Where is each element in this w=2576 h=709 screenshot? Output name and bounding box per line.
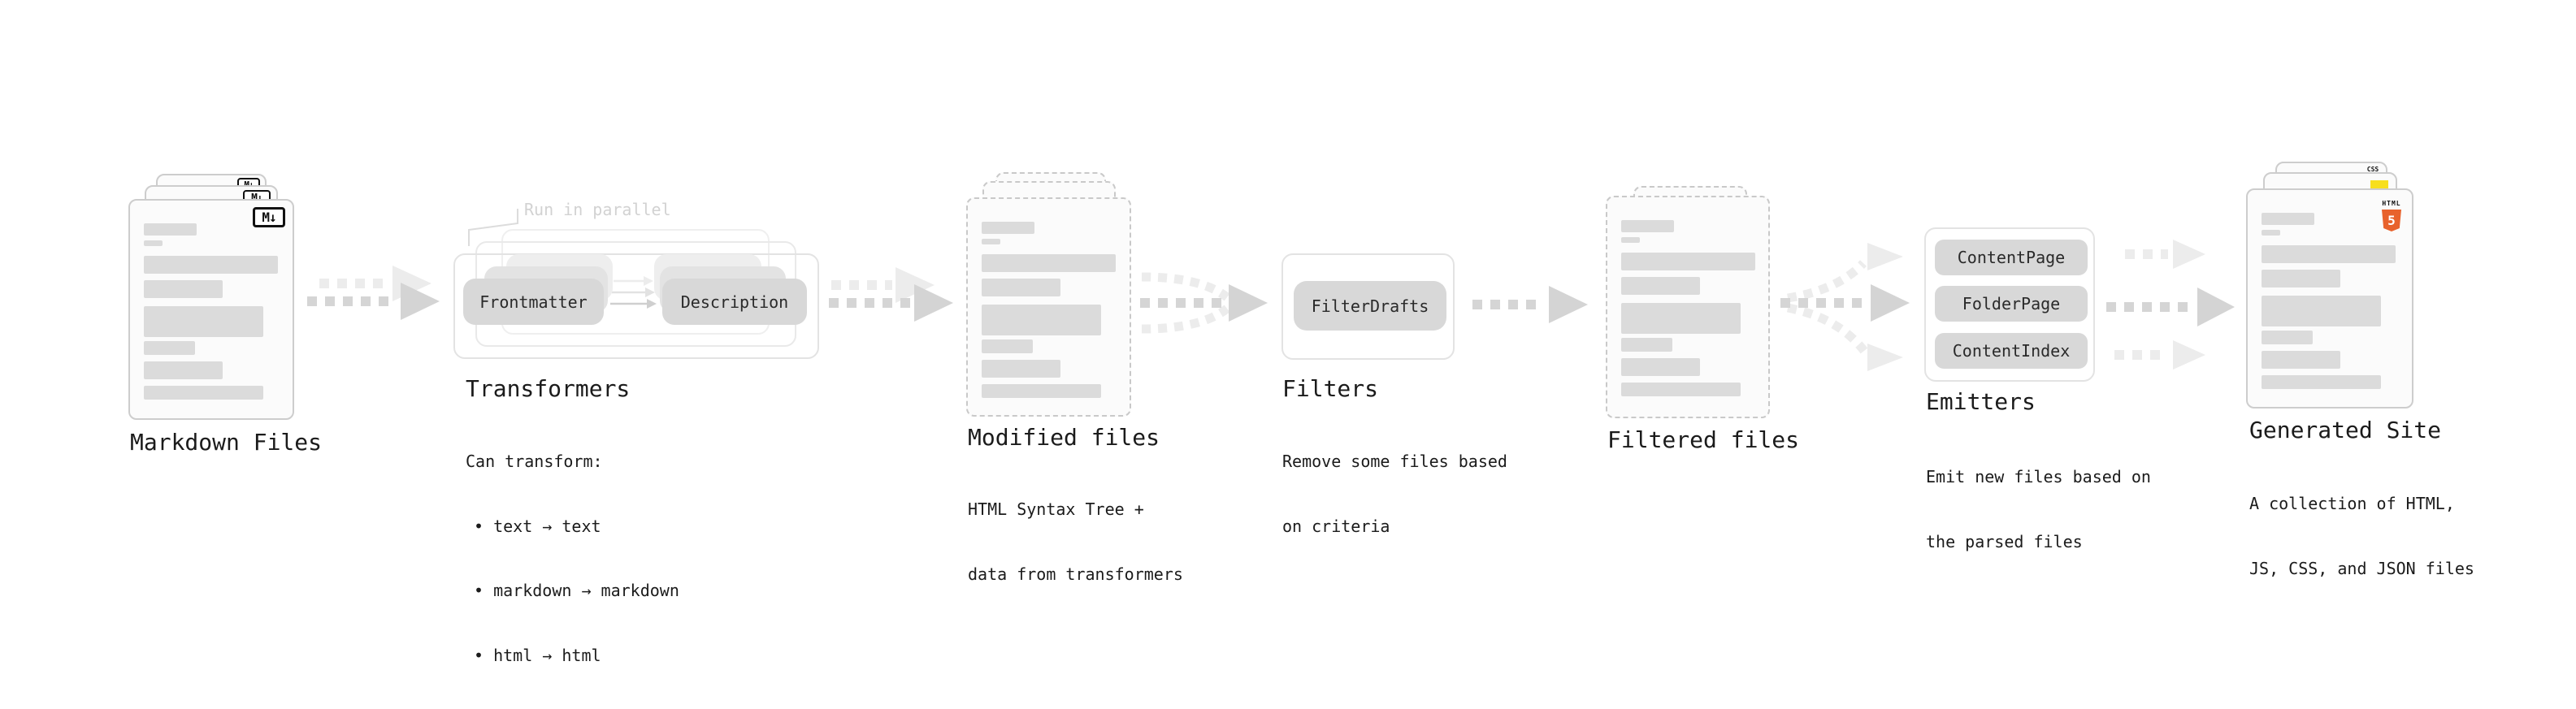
skeleton-bar (982, 384, 1101, 398)
skeleton-bar (2262, 230, 2280, 236)
skeleton-bar (2262, 375, 2381, 389)
emitters-description: Emit new files based on the parsed files (1926, 423, 2151, 595)
emitter-pill-folderpage: FolderPage (1935, 286, 2088, 322)
emitter-pill-contentpage: ContentPage (1935, 240, 2088, 275)
modified-desc-line: data from transformers (968, 564, 1183, 584)
arrow-markdown-to-transformers (307, 266, 440, 320)
arrow-transformers-to-modified (829, 267, 953, 322)
markdown-files-title: Markdown Files (130, 429, 323, 456)
frontmatter-pill: Frontmatter (463, 279, 604, 325)
html5-icon: HTML 5 (2381, 193, 2402, 231)
skeleton-bar (982, 239, 1000, 244)
emitters-desc-line: the parsed files (1926, 531, 2083, 551)
filters-description: Remove some files based on criteria (1282, 408, 1507, 580)
markdown-file-front: M↓ (128, 199, 294, 420)
skeleton-bar (2262, 213, 2314, 225)
transformers-description: Can transform: • text → text • markdown … (466, 408, 679, 709)
emitter-pill-contentindex: ContentIndex (1935, 333, 2088, 369)
skeleton-bar (1621, 358, 1700, 376)
generated-site-title: Generated Site (2249, 417, 2442, 443)
arrow-modified-to-filters (1140, 272, 1268, 334)
run-in-parallel-callout: Run in parallel (524, 200, 671, 219)
arrow-emitters-to-generated (2106, 240, 2235, 370)
skeleton-bar (1621, 237, 1640, 243)
generated-file-front: HTML 5 (2246, 188, 2413, 409)
skeleton-bar (982, 279, 1060, 296)
skeleton-bar (982, 305, 1101, 335)
markdown-files-stack: M↓ M↓ M↓ (128, 174, 294, 420)
emitters-frame: ContentPage FolderPage ContentIndex (1924, 227, 2095, 382)
transformers-bullet: • text → text (474, 516, 601, 536)
transformers-desc-heading: Can transform: (466, 452, 603, 471)
filters-frame: FilterDrafts (1281, 253, 1455, 360)
filters-desc-line: on criteria (1282, 516, 1390, 536)
emitters-title: Emitters (1926, 388, 2036, 415)
modified-files-title: Modified files (968, 424, 1160, 451)
skeleton-bar (144, 341, 195, 355)
skeleton-bar (1621, 277, 1700, 295)
pipeline-diagram: M↓ M↓ M↓ Markdown Files Run in parallel … (128, 162, 2474, 665)
skeleton-bar (1621, 303, 1741, 334)
transformers-title: Transformers (466, 375, 631, 402)
filters-desc-line: Remove some files based (1282, 452, 1507, 471)
description-pill: Description (662, 279, 807, 325)
skeleton-bar (2262, 351, 2340, 369)
doc-skeleton (144, 223, 278, 400)
generated-desc-line: JS, CSS, and JSON files (2249, 558, 2474, 578)
skeleton-bar (144, 280, 223, 298)
skeleton-bar (1621, 338, 1672, 352)
skeleton-bar (144, 386, 263, 400)
emitters-desc-line: Emit new files based on (1926, 467, 2151, 486)
skeleton-bar (1621, 220, 1674, 232)
skeleton-bar (1621, 253, 1755, 270)
skeleton-bar (144, 223, 197, 236)
modified-file-front (966, 197, 1131, 417)
skeleton-bar (982, 222, 1034, 234)
transformers-frame-front (453, 253, 819, 359)
modified-files-description: HTML Syntax Tree + data from transformer… (968, 456, 1183, 628)
arrow-filtered-to-emitters (1780, 243, 1910, 371)
filters-title: Filters (1282, 375, 1379, 402)
skeleton-bar (982, 254, 1116, 272)
markdown-badge-icon: M↓ (253, 207, 285, 227)
skeleton-bar (144, 361, 223, 379)
skeleton-bar (982, 339, 1033, 353)
skeleton-bar (2262, 296, 2381, 326)
filtered-files-title: Filtered files (1607, 426, 1800, 453)
skeleton-bar (982, 360, 1060, 378)
skeleton-bar (2262, 245, 2396, 263)
modified-desc-line: HTML Syntax Tree + (968, 499, 1144, 519)
arrow-filters-to-filtered (1472, 286, 1588, 323)
transformers-bullet: • markdown → markdown (474, 581, 679, 600)
skeleton-bar (2262, 270, 2340, 287)
modified-files-stack (966, 172, 1131, 417)
generated-site-description: A collection of HTML, JS, CSS, and JSON … (2249, 450, 2474, 622)
doc-skeleton (1621, 220, 1755, 396)
doc-skeleton (2262, 213, 2396, 389)
generated-desc-line: A collection of HTML, (2249, 494, 2455, 513)
skeleton-bar (1621, 383, 1741, 396)
skeleton-bar (144, 306, 263, 337)
filterdrafts-pill: FilterDrafts (1294, 281, 1446, 331)
skeleton-bar (2262, 331, 2313, 344)
generated-site-stack: CSS HTML 5 (2246, 162, 2413, 409)
filtered-files-stack (1606, 186, 1770, 418)
skeleton-bar (144, 240, 163, 246)
doc-skeleton (982, 222, 1116, 398)
transformers-bullet: • html → html (474, 645, 601, 665)
filtered-file-front (1606, 196, 1770, 418)
skeleton-bar (144, 256, 278, 274)
